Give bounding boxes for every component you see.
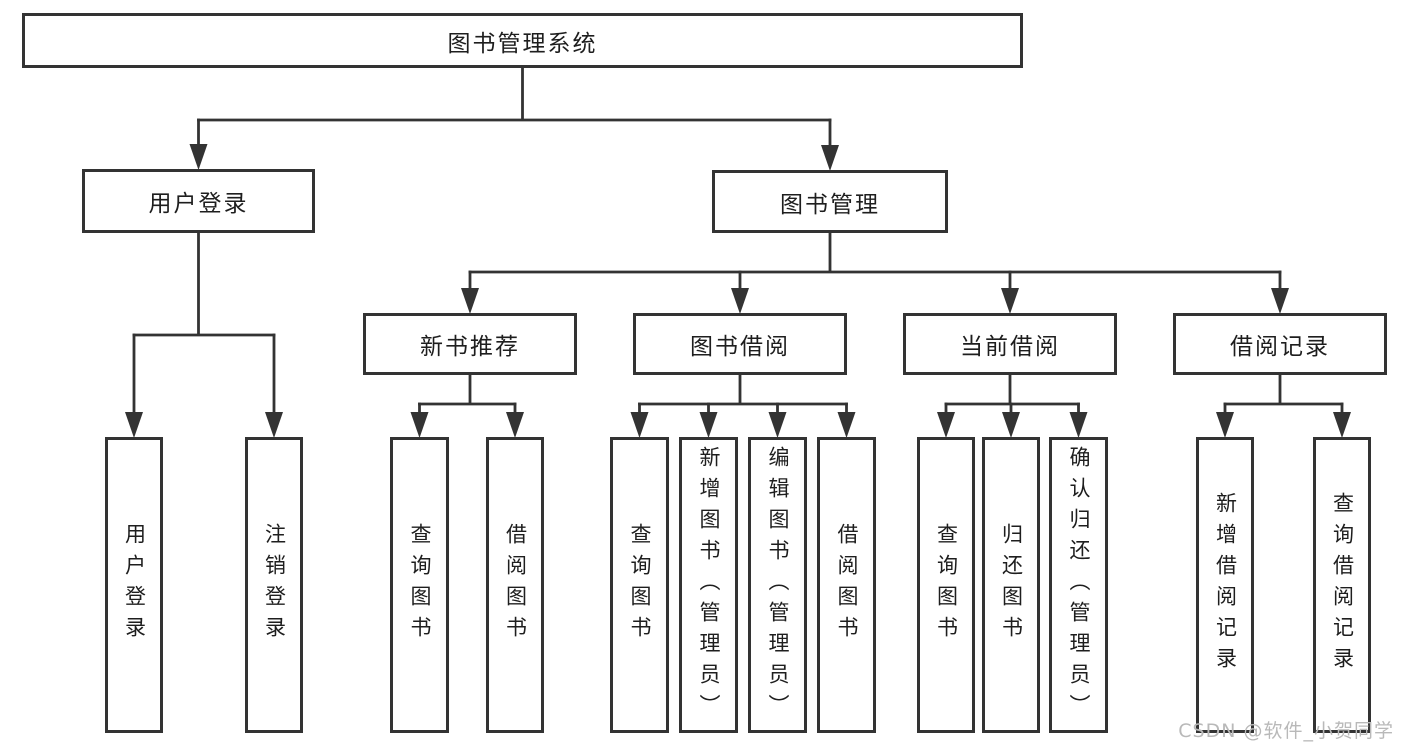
- node-label: 用户登录: [122, 523, 147, 647]
- arrowhead-icon: [837, 412, 856, 438]
- arrowhead-icon: [821, 145, 839, 171]
- node-label: 新增借阅记录: [1213, 492, 1238, 678]
- node-leaf-query-book-2: 查询图书: [610, 437, 669, 733]
- node-label: 归还图书: [999, 523, 1024, 647]
- node-label: 借阅记录: [1230, 334, 1330, 360]
- node-leaf-add-record: 新增借阅记录: [1196, 437, 1254, 733]
- arrowhead-icon: [410, 412, 429, 438]
- node-label: 图书管理: [780, 191, 880, 218]
- node-user-login: 用户登录: [82, 169, 315, 233]
- node-borrow-records: 借阅记录: [1173, 313, 1387, 375]
- arrowhead-icon: [1069, 412, 1088, 438]
- arrowhead-icon: [461, 288, 479, 314]
- arrowhead-icon: [125, 412, 143, 438]
- node-label: 新增图书（管理员）: [697, 445, 721, 725]
- node-leaf-borrow-book-2: 借阅图书: [817, 437, 876, 733]
- node-label: 当前借阅: [960, 334, 1060, 360]
- node-root: 图书管理系统: [22, 13, 1023, 68]
- arrowhead-icon: [189, 144, 208, 170]
- arrowhead-icon: [1216, 412, 1234, 438]
- arrowhead-icon: [699, 412, 718, 438]
- arrowhead-icon: [1333, 412, 1351, 438]
- node-label: 查询借阅记录: [1330, 492, 1355, 678]
- node-label: 查询图书: [408, 523, 432, 647]
- node-leaf-query-book-3: 查询图书: [917, 437, 975, 733]
- arrowhead-icon: [1002, 412, 1020, 438]
- node-label: 查询图书: [628, 523, 652, 647]
- node-label: 借阅图书: [835, 523, 859, 647]
- node-label: 查询图书: [934, 523, 959, 647]
- watermark: CSDN @软件_小贺同学: [1178, 720, 1394, 742]
- node-leaf-edit-book: 编辑图书（管理员）: [748, 437, 807, 733]
- node-label: 编辑图书（管理员）: [766, 445, 790, 725]
- node-leaf-query-book-1: 查询图书: [390, 437, 449, 733]
- arrowhead-icon: [265, 412, 283, 438]
- arrowhead-icon: [768, 412, 787, 438]
- node-label: 图书管理系统: [447, 30, 598, 57]
- arrowhead-icon: [1271, 288, 1289, 314]
- node-label: 用户登录: [148, 191, 249, 217]
- arrowhead-icon: [937, 412, 955, 438]
- arrowhead-icon: [630, 412, 649, 438]
- node-label: 注销登录: [262, 523, 287, 647]
- node-book-borrow: 图书借阅: [633, 313, 847, 375]
- node-book-mgmt: 图书管理: [712, 170, 948, 233]
- node-label: 借阅图书: [503, 523, 528, 647]
- arrowhead-icon: [506, 412, 524, 438]
- node-leaf-query-record: 查询借阅记录: [1313, 437, 1371, 733]
- arrowhead-icon: [731, 288, 749, 314]
- node-leaf-return-book: 归还图书: [982, 437, 1040, 733]
- node-label: 确认归还（管理员）: [1067, 445, 1091, 725]
- node-leaf-borrow-book-1: 借阅图书: [486, 437, 544, 733]
- node-leaf-add-book: 新增图书（管理员）: [679, 437, 738, 733]
- node-leaf-logout: 注销登录: [245, 437, 303, 733]
- node-label: 新书推荐: [420, 334, 520, 360]
- node-current-borrow: 当前借阅: [903, 313, 1117, 375]
- arrowhead-icon: [1001, 288, 1019, 314]
- node-new-book-rec: 新书推荐: [363, 313, 577, 375]
- node-leaf-confirm-return: 确认归还（管理员）: [1049, 437, 1108, 733]
- node-leaf-user-login: 用户登录: [105, 437, 163, 733]
- node-label: 图书借阅: [690, 334, 790, 360]
